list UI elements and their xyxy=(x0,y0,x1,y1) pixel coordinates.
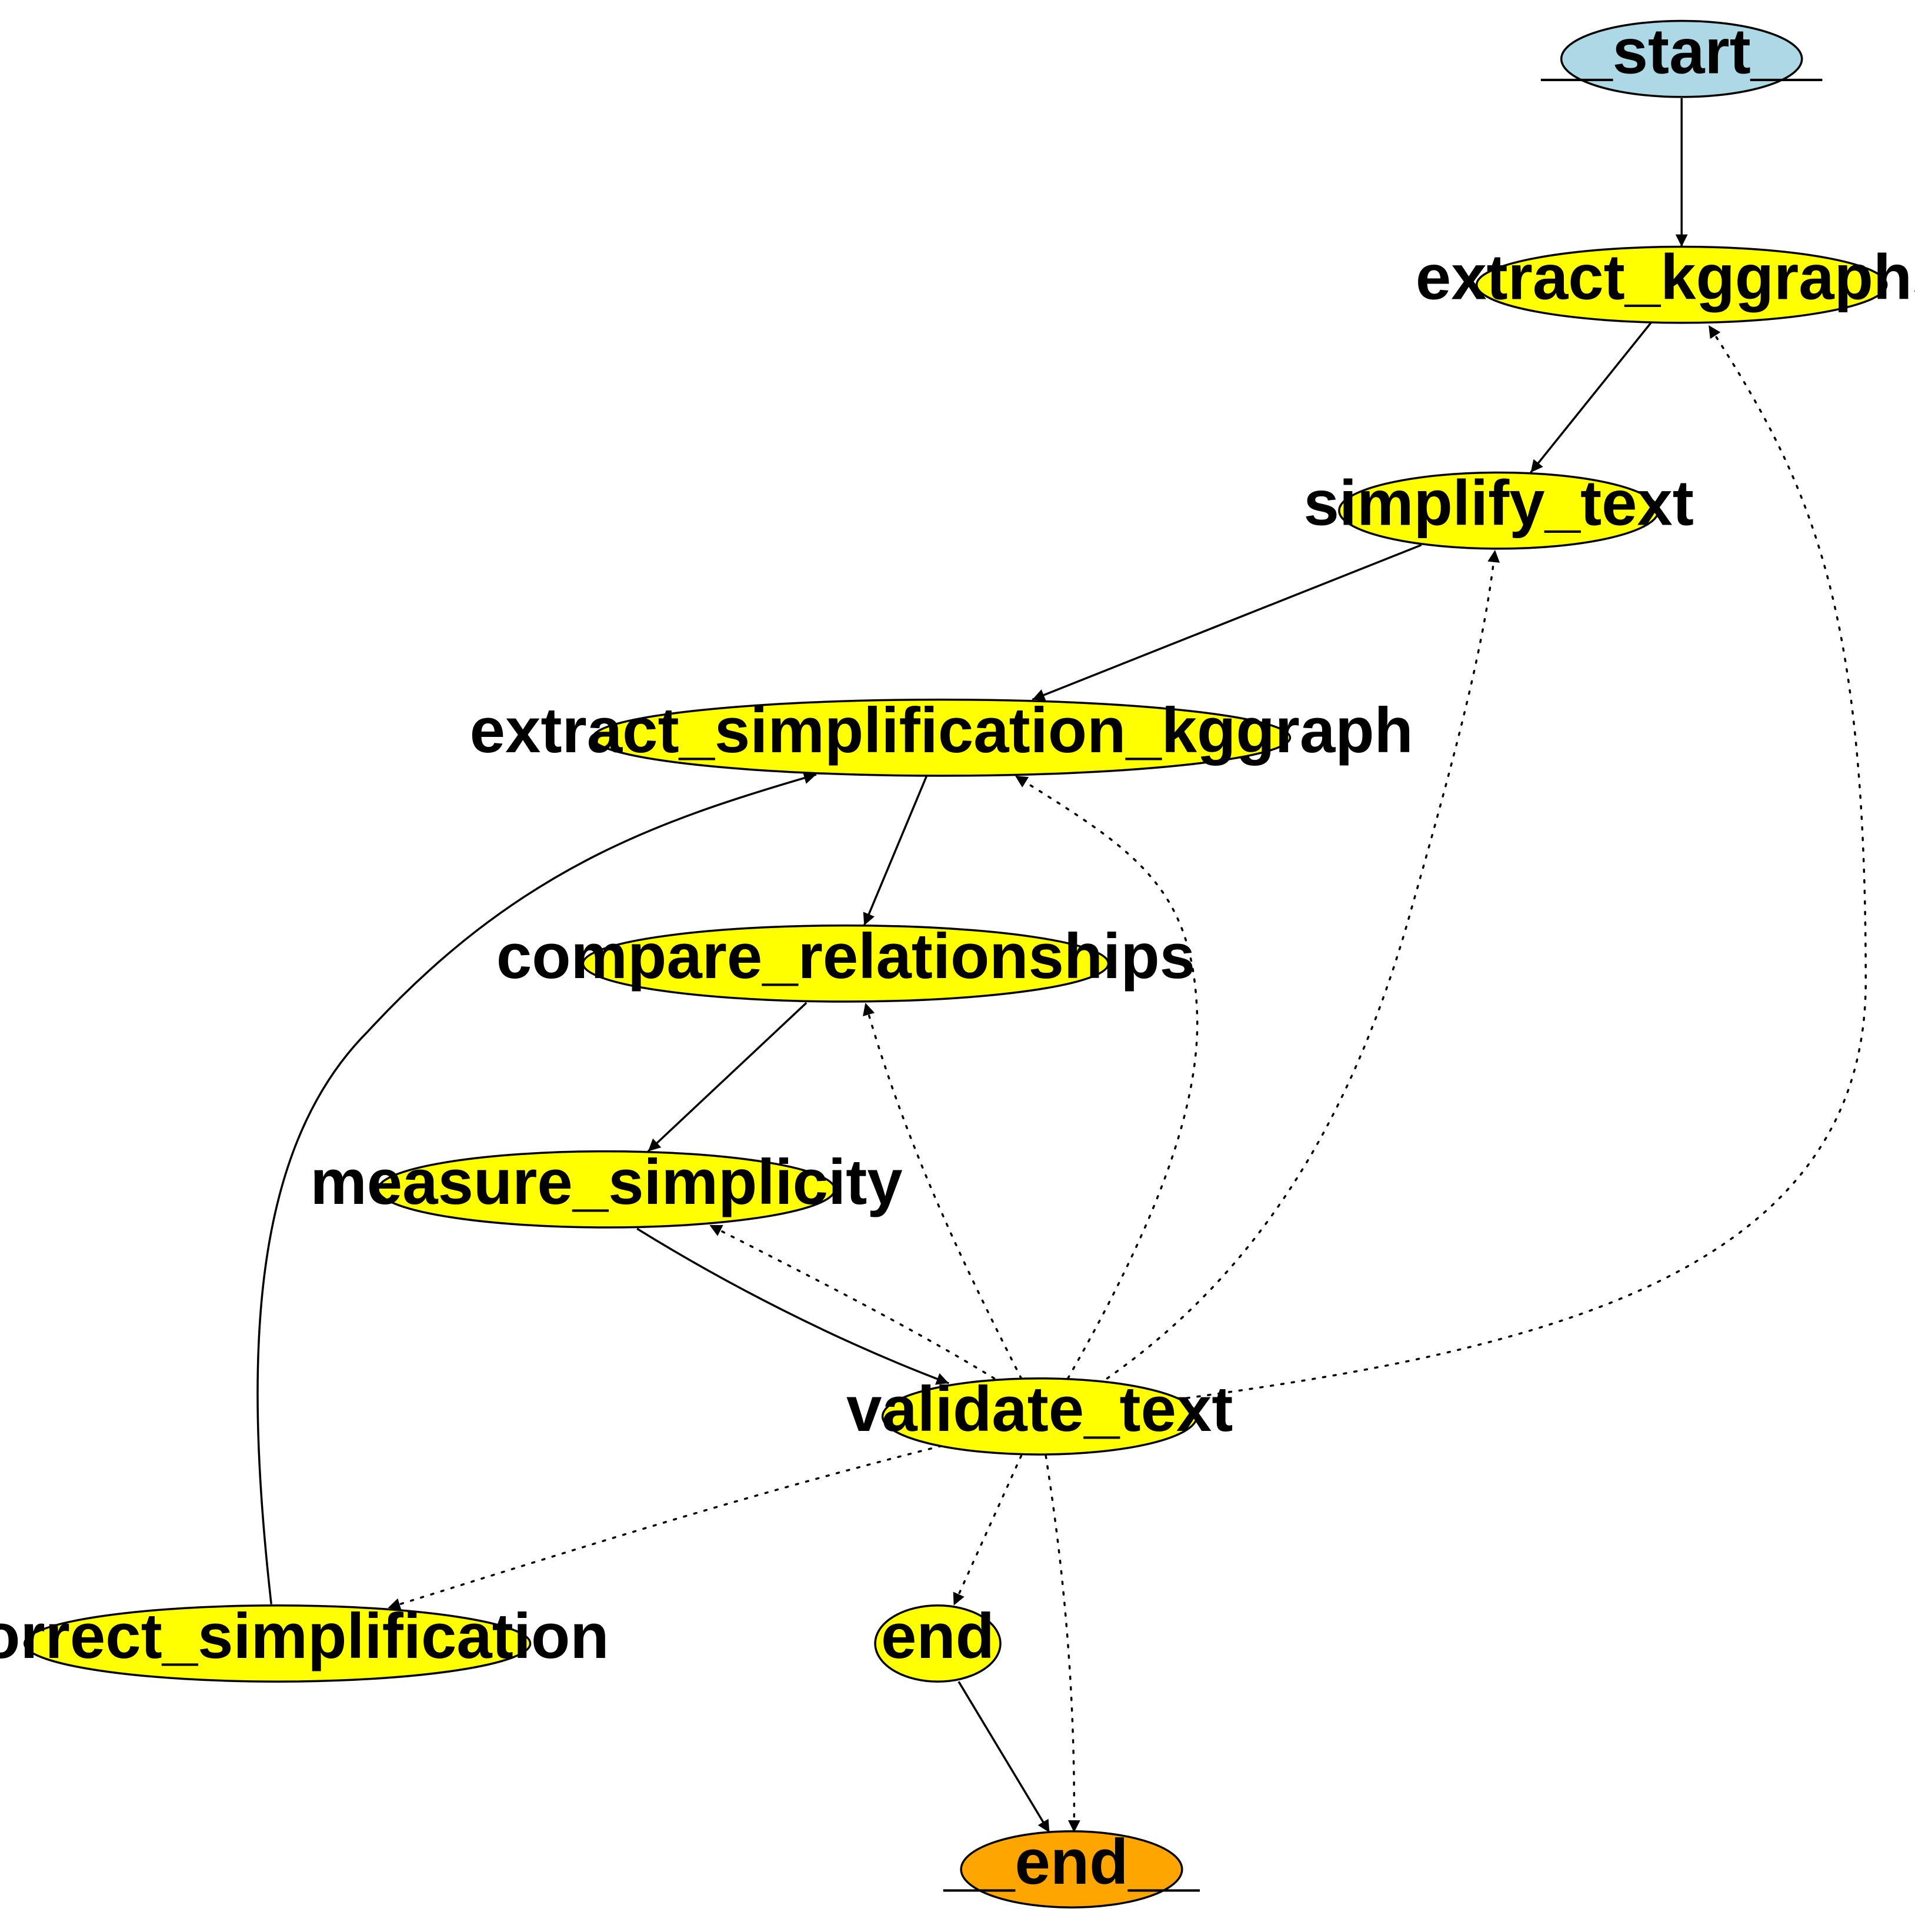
node-simplify-text: simplify_text xyxy=(1304,468,1694,549)
edge-measure-simplicity-to-validate-text xyxy=(637,1229,949,1383)
node-extract-kggraphs-label: extract_kggraphs xyxy=(1416,242,1915,313)
node-simplify-text-shape xyxy=(1339,472,1659,548)
node-end-shape xyxy=(961,1831,1182,1907)
node-measure-simplicity: measure_simplicity xyxy=(310,1146,903,1227)
node-correct-simplification-shape xyxy=(25,1606,531,1681)
node-extract-simplification-kggraph-shape xyxy=(593,700,1290,776)
edge-simplify-text-to-extract-simplification-kggraph xyxy=(1032,545,1422,700)
node-correct-simplification-label: correct_simplification xyxy=(0,1600,609,1671)
edge-validate-text-to-end xyxy=(1046,1456,1080,1833)
node-correct-simplification: correct_simplification xyxy=(0,1600,609,1681)
node-end: end xyxy=(875,1600,1000,1681)
node-extract-kggraphs-shape xyxy=(1477,246,1887,322)
edge-compare-relationships-to-measure-simplicity xyxy=(648,1003,806,1152)
node-measure-simplicity-label: measure_simplicity xyxy=(310,1146,902,1217)
node-end: __end__ xyxy=(943,1826,1200,1907)
node-compare-relationships: compare_relationships xyxy=(496,920,1195,1002)
node-end-label: end xyxy=(881,1600,995,1671)
node-end-shape xyxy=(875,1606,1000,1681)
node-validate-text-label: validate_text xyxy=(846,1373,1233,1444)
node-simplify-text-label: simplify_text xyxy=(1304,468,1694,539)
node-compare-relationships-shape xyxy=(583,926,1108,1002)
node-validate-text-shape xyxy=(883,1379,1197,1454)
node-extract-simplification-kggraph-label: extract_simplification_kggraph xyxy=(470,695,1413,766)
edge-validate-text-to-compare-relationships xyxy=(863,1003,1021,1379)
node-measure-simplicity-shape xyxy=(378,1152,835,1227)
edge-validate-text-to-simplify-text xyxy=(1107,550,1500,1379)
node-start-label: __start__ xyxy=(1540,16,1823,87)
nodes-layer: __start__ extract_kggraphs simplify_textex… xyxy=(0,16,1915,1908)
node-end-label: __end__ xyxy=(943,1826,1200,1897)
edge-correct-simplification-to-extract-simplification-kggraph xyxy=(258,772,816,1604)
edge-extract-kggraphs-to-simplify-text xyxy=(1530,323,1651,473)
edge-validate-text-to-measure-simplicity xyxy=(709,1225,994,1379)
edge-validate-text-to-extract-kggraphs xyxy=(1187,325,1866,1398)
node-start-shape xyxy=(1562,21,1802,96)
node-extract-simplification-kggraph: extract_simplification_kggraph xyxy=(470,695,1413,776)
edge-validate-text-to-extract-simplification-kggraph xyxy=(1015,776,1197,1379)
node-compare-relationships-label: compare_relationships xyxy=(496,920,1195,992)
edge-extract-simplification-kggraph-to-compare-relationships xyxy=(864,776,926,926)
edges-layer xyxy=(258,98,1866,1833)
node-start: __start__ xyxy=(1540,16,1823,97)
edge-validate-text-to-end xyxy=(954,1456,1022,1606)
edge-validate-text-to-correct-simplification xyxy=(388,1446,941,1610)
edge-end-to-end xyxy=(959,1681,1049,1833)
node-validate-text: validate_text xyxy=(846,1373,1233,1454)
node-extract-kggraphs: extract_kggraphs xyxy=(1416,242,1915,323)
